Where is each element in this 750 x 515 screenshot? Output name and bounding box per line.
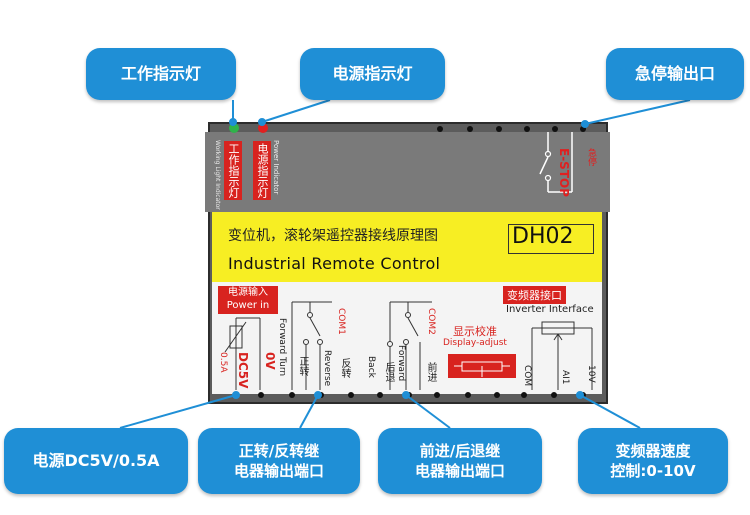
zero-v-label: 0V <box>263 352 277 370</box>
callout-estop-output: 急停输出口 <box>606 48 744 100</box>
callout-fwd-rev-relay: 正转/反转继 电器输出端口 <box>198 428 360 494</box>
relay-com2-icon <box>387 301 432 390</box>
callout-power-indicator: 电源指示灯 <box>300 48 445 100</box>
model-label: DH02 <box>512 224 574 249</box>
model-box <box>508 224 594 254</box>
com-label: COM <box>522 365 532 387</box>
work-light-label: 工作指示灯 <box>224 141 242 200</box>
callout-back-forward-relay-text: 前进/后退继 电器输出端口 <box>414 441 505 480</box>
display-adjust-cn-label: 显示校准 <box>453 325 497 338</box>
callout-work-indicator: 工作指示灯 <box>86 48 236 100</box>
power-led-icon <box>258 123 268 133</box>
reverse-cn-label: 反转 <box>339 358 350 378</box>
estop-cn-label: 急停 <box>586 148 596 166</box>
estop-switch-icon <box>539 132 573 193</box>
rating-a-label: 0.5A <box>218 352 228 373</box>
inverter-en-label: Inverter Interface <box>506 304 594 315</box>
power-light-label: 电源指示灯 <box>253 141 271 200</box>
com1-label: COM1 <box>336 308 346 335</box>
top-panel <box>205 132 610 212</box>
v10-label: 10V <box>586 365 596 383</box>
varistor-icon <box>224 317 261 390</box>
back-cn-label: 后退 <box>383 362 394 382</box>
callout-estop-output-text: 急停输出口 <box>634 64 715 84</box>
inverter-potentiometer-icon <box>531 321 593 390</box>
forward-cn-label: 前进 <box>425 362 436 382</box>
relay-com1-icon <box>291 301 332 390</box>
display-potentiometer-icon <box>448 354 516 378</box>
callout-power-supply-text: 电源DC5V/0.5A <box>32 451 160 471</box>
power-light-en-label: Power Indicator <box>272 140 280 195</box>
callout-power-supply: 电源DC5V/0.5A <box>4 428 188 494</box>
callout-fwd-rev-relay-text: 正转/反转继 电器输出端口 <box>233 441 324 480</box>
callout-inverter-speed-text: 变频器速度 控制:0-10V <box>610 441 696 480</box>
forward-turn-en-label: Forward Turn <box>277 318 287 377</box>
callout-work-indicator-text: 工作指示灯 <box>120 64 201 84</box>
callout-power-indicator-text: 电源指示灯 <box>332 64 413 84</box>
forward-en-label: Forward <box>396 345 406 382</box>
work-light-en-label: Working Light Indicator <box>214 140 221 210</box>
callout-back-forward-relay: 前进/后退继 电器输出端口 <box>378 428 542 494</box>
work-led-icon <box>229 123 239 133</box>
ai1-label: AI1 <box>560 370 570 385</box>
com2-label: COM2 <box>426 308 436 335</box>
title-panel <box>212 212 602 282</box>
forward-turn-cn-label: 正转 <box>297 356 308 376</box>
estop-en-label: E-STOP <box>557 148 571 198</box>
callout-inverter-speed: 变频器速度 控制:0-10V <box>578 428 728 494</box>
terminal-schematic <box>224 301 593 390</box>
display-adjust-en-label: Display-adjust <box>443 338 507 348</box>
reverse-en-label: Reverse <box>322 350 332 387</box>
diagram-title-cn: 变位机，滚轮架遥控器接线原理图 <box>228 228 438 244</box>
power-in-en: Power in <box>226 300 270 311</box>
back-en-label: Back <box>366 356 376 378</box>
power-in-label: 电源输入 Power in <box>218 286 278 314</box>
diagram-title-en: Industrial Remote Control <box>228 254 441 273</box>
inverter-cn-label: 变频器接口 <box>503 286 566 304</box>
power-in-cn: 电源输入 <box>228 287 268 298</box>
rating-v-label: DC5V <box>236 352 250 389</box>
